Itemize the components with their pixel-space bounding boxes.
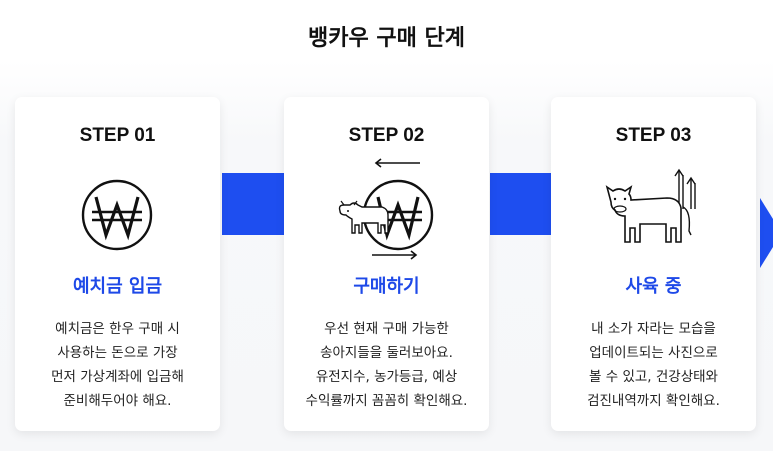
step-connector: [490, 173, 552, 235]
won-coin-icon: [67, 175, 167, 265]
cow-purchase-icon: [334, 157, 444, 267]
step-number: STEP 01: [79, 125, 156, 146]
step-connector: [222, 173, 284, 235]
step-description: 예치금은 한우 구매 시 사용하는 돈으로 가장 먼저 가상계좌에 입금해 준비…: [51, 321, 184, 409]
step-description: 우선 현재 구매 가능한 송아지들을 둘러보아요. 유전지수, 농가등급, 예상…: [305, 321, 468, 409]
step-description: 내 소가 자라는 모습을 업데이트되는 사진으로 볼 수 있고, 건강상태와 검…: [587, 321, 720, 409]
step-card-3: STEP 03 사육 중 내 소가 자라는 모습을 업데이트되는 사진으로 볼 …: [551, 97, 756, 431]
step-heading: 구매하기: [353, 276, 420, 297]
step-number: STEP 02: [348, 125, 425, 146]
step-card-2: STEP 02 구매하기 우선 현재 구매 가능한 송아지들을 둘러보아요. 유…: [284, 97, 489, 431]
step-heading: 사육 중: [625, 276, 682, 297]
step-heading: 예치금 입금: [72, 276, 163, 297]
step-connector-edge: [760, 198, 773, 268]
cow-growth-icon: [603, 167, 713, 262]
page-title: 뱅카우 구매 단계: [308, 26, 465, 51]
step-number: STEP 03: [615, 125, 692, 146]
step-card-1: STEP 01 예치금 입금 예치금은 한우 구매 시 사용하는 돈으로 가장 …: [15, 97, 220, 431]
